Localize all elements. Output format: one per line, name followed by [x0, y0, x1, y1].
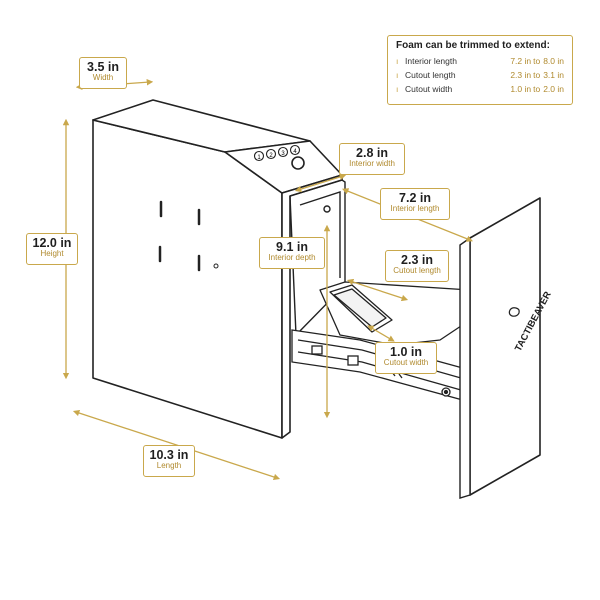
- dim-interior-length: 7.2 in Interior length: [380, 188, 450, 220]
- foam-row-from: 7.2 in: [510, 56, 532, 66]
- foam-row-to-word: to: [533, 70, 541, 80]
- row-marker: ı: [396, 56, 399, 66]
- foam-row-from: 1.0 in: [510, 84, 532, 94]
- drawer-front: TACTIBEAVER: [459, 197, 554, 499]
- foam-tray: [319, 281, 471, 346]
- foam-row-interior-length: ı Interior length 7.2 in to 8.0 in: [396, 54, 564, 68]
- dim-label: Interior depth: [268, 253, 316, 263]
- dim-value: 1.0 in: [390, 345, 422, 359]
- key-2: 2: [269, 153, 273, 159]
- foam-row-label: Interior length: [405, 56, 457, 66]
- dim-interior-depth: 9.1 in Interior depth: [259, 237, 325, 269]
- foam-row-to: 3.1 in: [543, 70, 564, 80]
- foam-row-to-word: to: [533, 84, 541, 94]
- key-4: 4: [293, 149, 297, 155]
- dim-label: Interior length: [390, 204, 440, 214]
- foam-row-from: 2.3 in: [510, 70, 532, 80]
- safe-body: [92, 99, 343, 439]
- dim-value: 10.3 in: [149, 448, 189, 462]
- dim-value: 3.5 in: [87, 60, 119, 74]
- dim-value: 2.8 in: [356, 146, 388, 160]
- dim-cutout-length: 2.3 in Cutout length: [385, 250, 449, 282]
- dim-label: Cutout length: [393, 266, 441, 276]
- dim-value: 9.1 in: [276, 240, 308, 254]
- key-1: 1: [257, 155, 261, 161]
- dim-cutout-width: 1.0 in Cutout width: [375, 342, 437, 374]
- dim-width: 3.5 in Width: [79, 57, 127, 89]
- dim-height: 12.0 in Height: [26, 233, 78, 265]
- dim-label: Length: [156, 461, 182, 471]
- mounting-slots: [158, 200, 201, 272]
- row-marker: ı: [396, 70, 399, 80]
- row-marker: ı: [396, 84, 399, 94]
- keyhole-icon: [213, 263, 219, 269]
- dim-label: Cutout width: [383, 358, 429, 368]
- foam-row-cutout-width: ı Cutout width 1.0 in to 2.0 in: [396, 82, 564, 96]
- foam-title: Foam can be trimmed to extend:: [396, 40, 550, 51]
- beaver-logo-icon: [508, 307, 520, 317]
- dim-interior-width: 2.8 in Interior width: [339, 143, 405, 175]
- key-3: 3: [281, 151, 285, 157]
- foam-row-label: Cutout length: [405, 70, 456, 80]
- dim-label: Width: [92, 73, 114, 83]
- foam-row-cutout-length: ı Cutout length 2.3 in to 3.1 in: [396, 68, 564, 82]
- foam-row-label: Cutout width: [405, 84, 453, 94]
- dim-length: 10.3 in Length: [143, 445, 195, 477]
- dim-value: 12.0 in: [32, 236, 72, 250]
- fingerprint-button: [291, 156, 305, 170]
- foam-row-to: 2.0 in: [543, 84, 564, 94]
- foam-row-to-word: to: [533, 56, 541, 66]
- foam-trim-info: Foam can be trimmed to extend: ı Interio…: [387, 35, 573, 105]
- dim-value: 7.2 in: [399, 191, 431, 205]
- dim-label: Height: [40, 249, 64, 259]
- foam-row-to: 8.0 in: [543, 56, 564, 66]
- keypad: 1 2 3 4: [253, 144, 305, 170]
- dim-label: Interior width: [349, 159, 395, 169]
- dim-value: 2.3 in: [401, 253, 433, 267]
